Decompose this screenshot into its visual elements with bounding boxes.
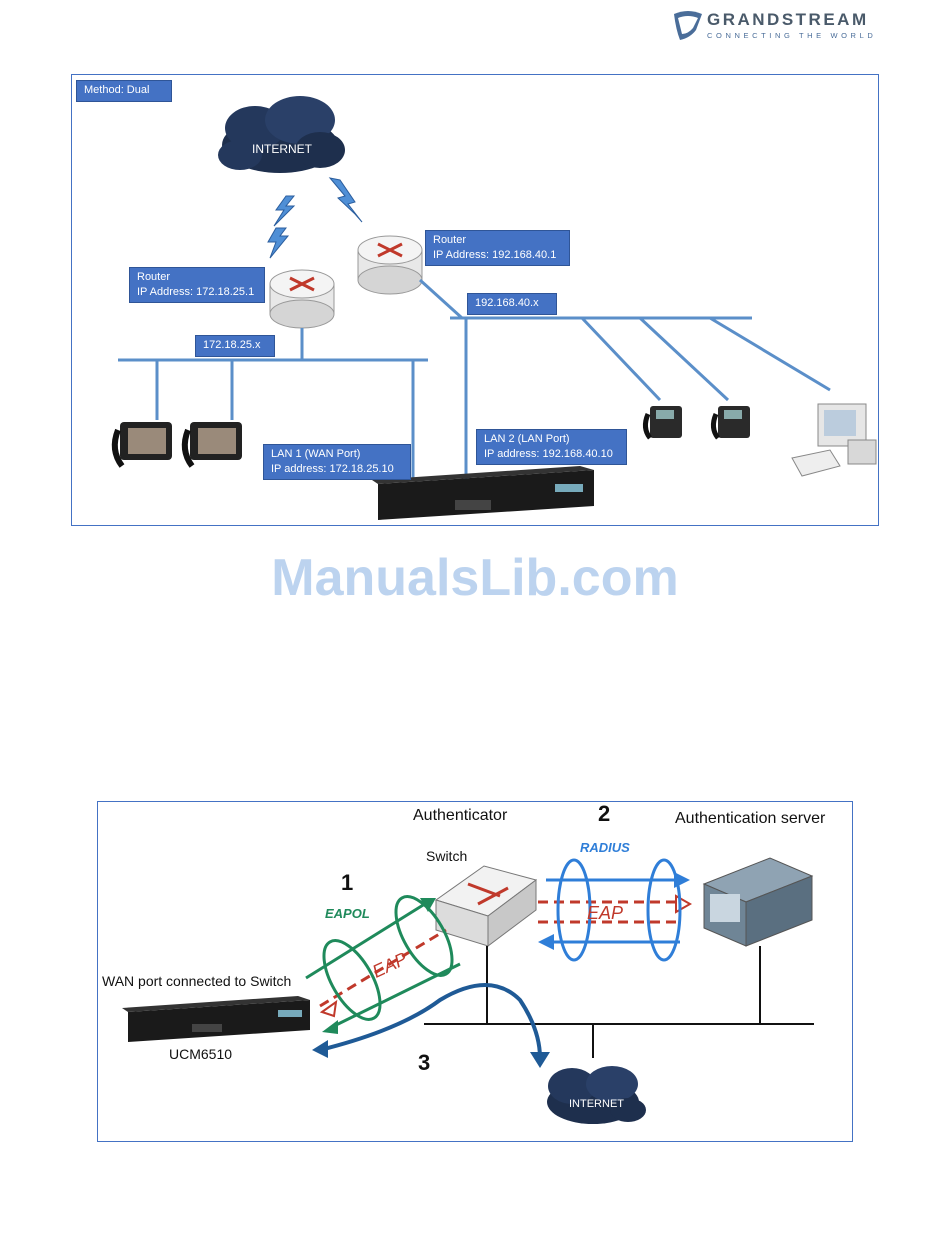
switch-label: Switch	[426, 848, 468, 864]
lightning-icon	[267, 227, 290, 259]
ip-phone-icon	[710, 406, 750, 440]
wan-port-label: WAN port connected to Switch	[102, 973, 292, 989]
brand-tagline: CONNECTING THE WORLD	[707, 31, 877, 40]
diagram-2-frame	[97, 801, 853, 1142]
ucm-device-icon	[372, 466, 594, 520]
lan-2-label: LAN 2 (LAN Port) IP address: 192.168.40.…	[476, 429, 627, 465]
step-2-label: 2	[598, 801, 611, 826]
step-1-label: 1	[341, 870, 354, 895]
lan-1-ip: IP address: 172.18.25.10	[271, 463, 394, 475]
step-3-label: 3	[418, 1050, 431, 1075]
bus-lines	[424, 946, 814, 1058]
radius-arrows	[538, 858, 693, 962]
grandstream-logo-icon	[674, 11, 702, 40]
internet-path-arrow	[312, 983, 550, 1068]
lan-1-title: LAN 1 (WAN Port)	[271, 448, 361, 460]
video-phone-icon	[111, 422, 172, 468]
lightning-icon	[328, 177, 363, 223]
ucm6510-device-icon	[122, 996, 310, 1042]
network-lines	[118, 278, 831, 480]
radius-label: RADIUS	[580, 840, 630, 855]
router-2-ip: IP Address: 192.168.40.1	[433, 249, 557, 261]
router-1-icon	[269, 269, 335, 329]
eapol-arrows	[305, 895, 461, 1034]
authenticator-label: Authenticator	[413, 807, 508, 824]
ucm6510-label: UCM6510	[169, 1046, 233, 1062]
eapol-label: EAPOL	[325, 906, 370, 921]
router-1-title: Router	[137, 271, 171, 283]
internet-label: INTERNET	[252, 142, 312, 156]
internet-2-label: INTERNET	[569, 1098, 624, 1110]
router-1-label: Router IP Address: 172.18.25.1	[129, 267, 265, 303]
subnet-1-label: 172.18.25.x	[195, 335, 275, 357]
brand-name: GRANDSTREAM	[707, 10, 869, 29]
watermark: ManualsLib.com	[271, 549, 679, 607]
ip-phone-icon	[642, 406, 682, 440]
diagram-1-frame	[71, 74, 879, 526]
subnet-2-label: 192.168.40.x	[467, 293, 557, 315]
router-2-label: Router IP Address: 192.168.40.1	[425, 230, 570, 266]
lan-2-title: LAN 2 (LAN Port)	[484, 433, 570, 445]
internet-cloud-icon	[218, 96, 345, 173]
lightning-icon	[273, 195, 296, 227]
router-2-icon	[357, 235, 423, 295]
switch-icon	[434, 865, 538, 947]
computer-icon	[791, 403, 877, 477]
router-1-ip: IP Address: 172.18.25.1	[137, 286, 255, 298]
video-phone-icon	[181, 422, 242, 468]
eap-label-2: EAP	[587, 903, 624, 923]
method-label: Method: Dual	[76, 80, 172, 102]
lan-1-label: LAN 1 (WAN Port) IP address: 172.18.25.1…	[263, 444, 411, 480]
internet-cloud-2-icon	[547, 1066, 646, 1124]
auth-server-label: Authentication server	[675, 810, 826, 827]
router-2-title: Router	[433, 234, 467, 246]
lan-2-ip: IP address: 192.168.40.10	[484, 448, 613, 460]
server-icon	[702, 857, 814, 947]
